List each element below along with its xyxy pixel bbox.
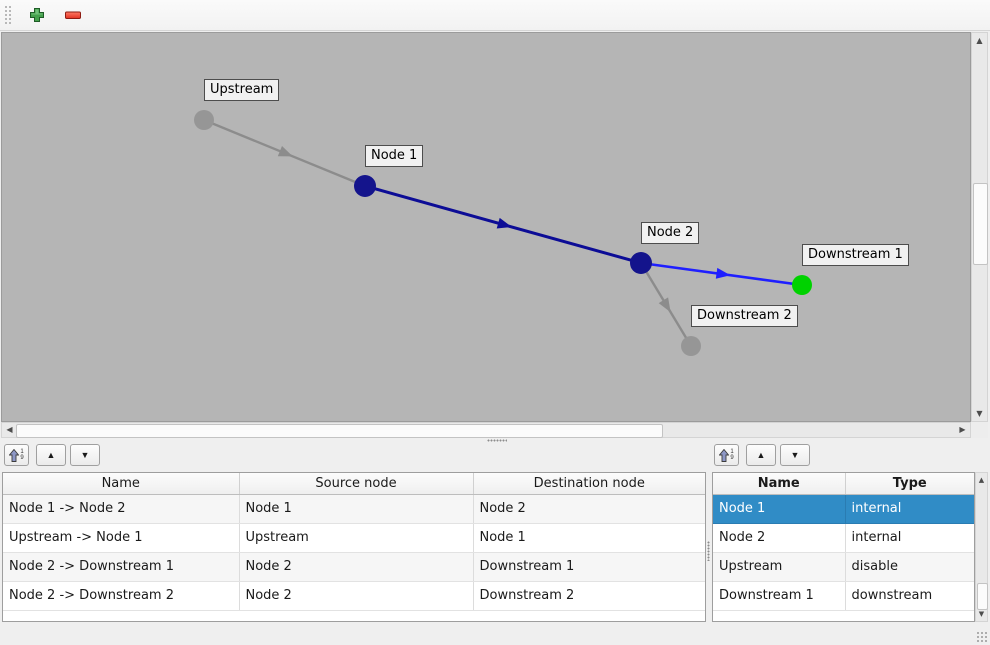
node-label[interactable]: Node 1 <box>365 145 424 167</box>
graph-node[interactable] <box>194 110 214 130</box>
table-cell[interactable]: Node 1 <box>713 494 846 524</box>
graph-node[interactable] <box>630 252 652 274</box>
column-header[interactable]: Name <box>713 473 846 495</box>
vertical-splitter[interactable] <box>705 443 712 623</box>
table-cell[interactable]: Node 2 <box>473 494 705 524</box>
triangle-up-icon: ▲ <box>756 450 766 460</box>
column-header[interactable]: Source node <box>239 473 474 495</box>
toolbar-drag-handle[interactable] <box>4 4 11 26</box>
column-header[interactable]: Name <box>3 473 240 495</box>
table-cell[interactable]: Node 2 <box>713 523 846 553</box>
table-cell[interactable]: downstream <box>845 581 974 611</box>
edge-arrowhead-icon <box>496 217 512 229</box>
table-cell[interactable]: Node 1 -> Node 2 <box>3 494 240 524</box>
table-cell[interactable]: Downstream 1 <box>713 581 846 611</box>
graph-node[interactable] <box>681 336 701 356</box>
triangle-up-icon: ▲ <box>46 450 56 460</box>
vertical-scroll-thumb[interactable] <box>973 183 988 265</box>
plus-icon <box>30 8 44 22</box>
horizontal-splitter[interactable] <box>0 437 990 443</box>
splitter-handle-dots <box>707 541 710 561</box>
table-cell[interactable]: Upstream -> Node 1 <box>3 523 240 553</box>
remove-button[interactable] <box>58 2 88 28</box>
graph-node[interactable] <box>792 275 812 295</box>
nodes-move-down-button[interactable]: ▼ <box>780 444 810 466</box>
scroll-down-icon[interactable]: ▼ <box>976 409 983 418</box>
node-label[interactable]: Upstream <box>204 79 280 101</box>
table-cell[interactable]: Node 2 <box>239 552 474 582</box>
edges-move-down-button[interactable]: ▼ <box>70 444 100 466</box>
triangle-down-icon: ▼ <box>80 450 90 460</box>
column-header[interactable]: Type <box>845 473 974 495</box>
scroll-up-icon[interactable]: ▲ <box>978 476 985 484</box>
table-cell[interactable]: Node 1 <box>473 523 705 553</box>
node-label[interactable]: Node 2 <box>641 222 700 244</box>
scroll-left-icon[interactable]: ◀ <box>6 425 13 434</box>
add-button[interactable] <box>22 2 52 28</box>
minus-icon <box>65 11 81 19</box>
table-cell[interactable]: Node 1 <box>239 494 474 524</box>
table-cell[interactable]: internal <box>845 523 974 553</box>
canvas-horizontal-scrollbar[interactable]: ◀ ▶ <box>1 422 971 438</box>
table-cell[interactable]: Upstream <box>239 523 474 553</box>
column-header[interactable]: Destination node <box>473 473 705 495</box>
table-cell[interactable]: disable <box>845 552 974 582</box>
vertical-scroll-thumb[interactable] <box>977 583 988 610</box>
scroll-up-icon[interactable]: ▲ <box>976 36 983 45</box>
scrollbar-corner <box>971 422 988 438</box>
window-resize-grip[interactable] <box>976 631 988 643</box>
node-label[interactable]: Downstream 2 <box>691 305 798 327</box>
nodes-table-scrollbar[interactable]: ▲ ▼ <box>975 472 988 622</box>
graph-node[interactable] <box>354 175 376 197</box>
table-cell[interactable]: Node 2 <box>239 581 474 611</box>
edges-move-up-button[interactable]: ▲ <box>36 444 66 466</box>
table-cell[interactable]: Downstream 1 <box>473 552 705 582</box>
toolbar <box>0 0 990 31</box>
edge-arrowhead-icon <box>277 146 293 157</box>
triangle-down-icon: ▼ <box>790 450 800 460</box>
table-cell[interactable]: internal <box>845 494 974 524</box>
table-cell[interactable]: Downstream 2 <box>473 581 705 611</box>
horizontal-scroll-thumb[interactable] <box>16 424 663 438</box>
table-cell[interactable]: Upstream <box>713 552 846 582</box>
table-cell[interactable]: Node 2 -> Downstream 1 <box>3 552 240 582</box>
edge-arrowhead-icon <box>715 267 731 279</box>
splitter-handle-dots <box>487 439 507 442</box>
edge-arrowhead-icon <box>658 297 671 313</box>
node-label[interactable]: Downstream 1 <box>802 244 909 266</box>
scroll-down-icon[interactable]: ▼ <box>978 610 985 618</box>
nodes-move-up-button[interactable]: ▲ <box>746 444 776 466</box>
scroll-right-icon[interactable]: ▶ <box>959 425 966 434</box>
table-cell[interactable]: Node 2 -> Downstream 2 <box>3 581 240 611</box>
canvas-vertical-scrollbar[interactable]: ▲ ▼ <box>971 32 988 422</box>
